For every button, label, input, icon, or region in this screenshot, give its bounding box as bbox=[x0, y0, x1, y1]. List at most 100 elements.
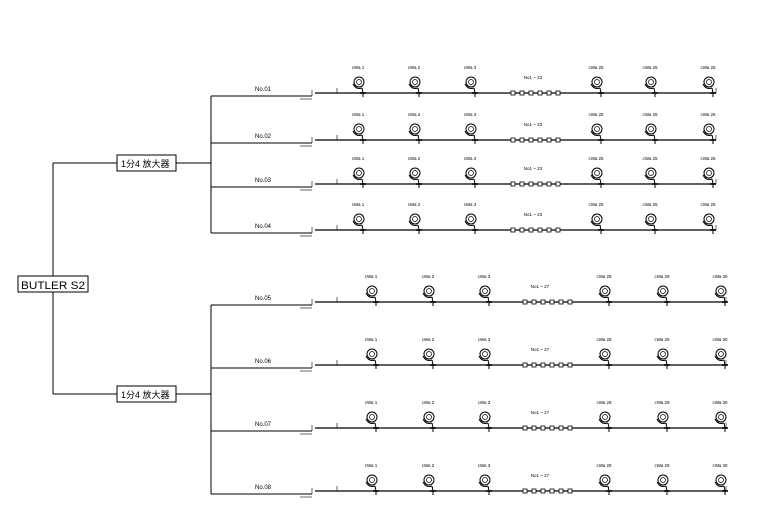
fixture-label: cWa 25 bbox=[642, 156, 658, 161]
fixture-label: cWa 3 bbox=[464, 112, 477, 117]
spotlight-icon bbox=[408, 123, 422, 144]
spotlight-icon bbox=[464, 167, 478, 188]
fixture-label: cWa 25 bbox=[588, 156, 604, 161]
omitted-fixture-marker bbox=[537, 137, 543, 143]
range-label: No1 ~ 27 bbox=[531, 284, 550, 289]
fixture-label: cWa 3 bbox=[464, 65, 477, 70]
omitted-fixture-marker bbox=[519, 181, 525, 187]
fixture-label: cWa 3 bbox=[478, 337, 491, 342]
channel-label: No.03 bbox=[255, 178, 272, 184]
fixture-label: cWa 1 bbox=[352, 112, 365, 117]
fixture-label: cWa 2 bbox=[422, 337, 435, 342]
spotlight-icon bbox=[478, 474, 492, 495]
spotlight-icon bbox=[656, 411, 670, 432]
omitted-fixture-marker bbox=[549, 425, 555, 431]
fixture-label: cWa 1 bbox=[352, 202, 365, 207]
channel-label: No.01 bbox=[255, 87, 272, 93]
omitted-fixture-marker bbox=[519, 90, 525, 96]
spotlight-icon bbox=[408, 167, 422, 188]
spotlight-icon bbox=[352, 213, 366, 234]
channel-label: No.02 bbox=[255, 134, 272, 140]
fixture-label: cWa 2 bbox=[408, 65, 421, 70]
spotlight-icon bbox=[598, 348, 612, 369]
omitted-fixture-marker bbox=[558, 299, 564, 305]
fixture-label: cWa 2 bbox=[408, 112, 421, 117]
controller-box: BUTLER S2 bbox=[17, 275, 89, 293]
omitted-fixture-marker bbox=[528, 227, 534, 233]
omitted-fixture-marker bbox=[546, 181, 552, 187]
fixture-label: cWa 25 bbox=[642, 112, 658, 117]
spotlight-icon bbox=[365, 348, 379, 369]
omitted-fixture-marker bbox=[537, 90, 543, 96]
spotlight-icon bbox=[464, 213, 478, 234]
omitted-fixture-marker bbox=[522, 362, 528, 368]
omitted-fixture-marker bbox=[531, 362, 537, 368]
fixture-label: cWa 30 bbox=[712, 337, 728, 342]
spotlight-icon bbox=[714, 285, 728, 306]
omitted-fixture-marker bbox=[519, 227, 525, 233]
spotlight-icon bbox=[702, 123, 716, 144]
omitted-fixture-marker bbox=[531, 488, 537, 494]
fixture-label: cWa 26 bbox=[700, 202, 716, 207]
omitted-fixture-marker bbox=[528, 90, 534, 96]
spotlight-icon bbox=[598, 411, 612, 432]
fixture-label: cWa 29 bbox=[654, 463, 670, 468]
spotlight-icon bbox=[702, 213, 716, 234]
spotlight-icon bbox=[702, 167, 716, 188]
fixture-label: cWa 1 bbox=[365, 337, 378, 342]
spotlight-icon bbox=[365, 285, 379, 306]
omitted-fixture-marker bbox=[555, 90, 561, 96]
channel-rows: No.01 cWa 1 cWa 2 cWa 3 cWa 25 cWa 25 cWa 26 No… bbox=[211, 65, 728, 498]
omitted-fixture-marker bbox=[567, 299, 573, 305]
spotlight-icon bbox=[644, 213, 658, 234]
controller-label: BUTLER S2 bbox=[21, 280, 85, 292]
fixture-label: cWa 2 bbox=[422, 400, 435, 405]
spotlight-icon bbox=[352, 123, 366, 144]
spotlight-icon bbox=[644, 76, 658, 97]
fixture-label: cWa 3 bbox=[478, 463, 491, 468]
channel-label: No.08 bbox=[255, 485, 272, 491]
spotlight-icon bbox=[422, 348, 436, 369]
omitted-fixture-marker bbox=[519, 137, 525, 143]
spotlight-icon bbox=[408, 76, 422, 97]
range-label: No1 ~ 27 bbox=[531, 347, 550, 352]
omitted-fixture-marker bbox=[540, 362, 546, 368]
spotlight-icon bbox=[478, 285, 492, 306]
fixture-label: cWa 2 bbox=[422, 274, 435, 279]
fixture-label: cWa 28 bbox=[596, 400, 612, 405]
spotlight-icon bbox=[422, 474, 436, 495]
fixture-label: cWa 28 bbox=[596, 463, 612, 468]
fixture-label: cWa 28 bbox=[596, 337, 612, 342]
fixture-label: cWa 29 bbox=[654, 274, 670, 279]
spotlight-icon bbox=[590, 167, 604, 188]
omitted-fixture-marker bbox=[549, 299, 555, 305]
omitted-fixture-marker bbox=[522, 488, 528, 494]
fixture-label: cWa 3 bbox=[478, 400, 491, 405]
omitted-fixture-marker bbox=[531, 299, 537, 305]
omitted-fixture-marker bbox=[546, 227, 552, 233]
omitted-fixture-marker bbox=[555, 181, 561, 187]
fixture-label: cWa 30 bbox=[712, 274, 728, 279]
omitted-fixture-marker bbox=[510, 137, 516, 143]
omitted-fixture-marker bbox=[549, 488, 555, 494]
spotlight-icon bbox=[590, 76, 604, 97]
spotlight-icon bbox=[478, 348, 492, 369]
range-label: No1 ~ 27 bbox=[531, 410, 550, 415]
omitted-fixture-marker bbox=[555, 227, 561, 233]
omitted-fixture-marker bbox=[558, 362, 564, 368]
omitted-fixture-marker bbox=[528, 137, 534, 143]
channel-label: No.07 bbox=[255, 422, 272, 428]
fixture-label: cWa 30 bbox=[712, 400, 728, 405]
fixture-label: cWa 30 bbox=[712, 463, 728, 468]
fixture-label: cWa 1 bbox=[365, 463, 378, 468]
omitted-fixture-marker bbox=[522, 425, 528, 431]
channel-label: No.04 bbox=[255, 224, 272, 230]
omitted-fixture-marker bbox=[531, 425, 537, 431]
spotlight-icon bbox=[598, 285, 612, 306]
spotlight-icon bbox=[352, 76, 366, 97]
fixture-label: cWa 29 bbox=[654, 337, 670, 342]
spotlight-icon bbox=[408, 213, 422, 234]
trunk-lines bbox=[52, 162, 117, 395]
